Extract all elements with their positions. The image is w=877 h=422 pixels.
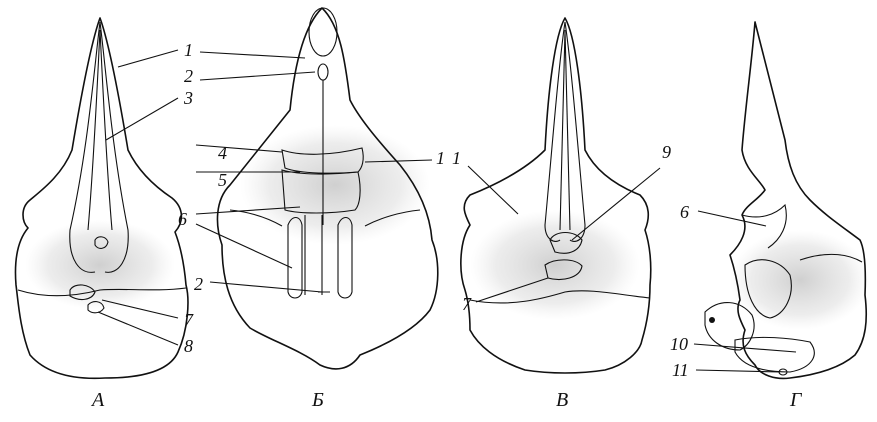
panel-label-b: Б: [311, 389, 324, 411]
label-g-6: 6: [680, 202, 689, 222]
panel-a-drawing: [16, 18, 188, 378]
label-g-10: 10: [670, 334, 688, 354]
label-b-6: 6: [178, 209, 187, 229]
label-b-2: 2: [194, 274, 203, 294]
label-a-1: 1: [184, 40, 193, 60]
panel-label-a: А: [90, 389, 105, 411]
panel-label-g: Г: [789, 389, 803, 411]
panel-b-drawing: [196, 8, 438, 369]
label-a-8: 8: [184, 336, 193, 356]
panel-label-v: В: [556, 389, 568, 411]
panel-g-drawing: [694, 22, 870, 378]
label-g-11: 11: [672, 360, 689, 380]
label-a-7: 7: [184, 310, 194, 330]
label-b-1: 1: [436, 148, 445, 168]
label-b-5: 5: [218, 170, 227, 190]
label-v-9: 9: [662, 142, 671, 162]
panel-v-drawing: [461, 18, 660, 373]
label-a-3: 3: [183, 88, 193, 108]
label-v-7: 7: [462, 294, 472, 314]
label-v-1: 1: [452, 148, 461, 168]
label-a-2: 2: [184, 66, 193, 86]
label-b-4: 4: [218, 143, 227, 163]
